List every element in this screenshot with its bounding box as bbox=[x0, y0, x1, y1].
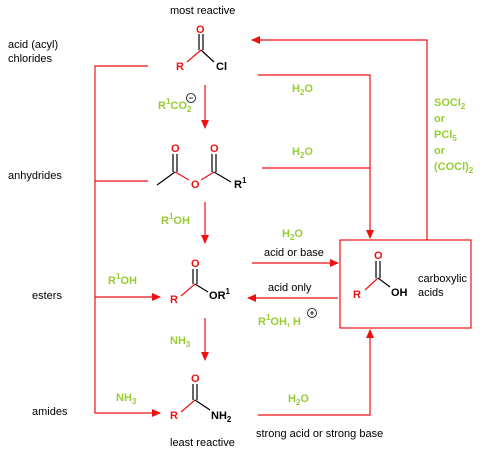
ester-structure: O R OR1 bbox=[170, 258, 231, 306]
amide-nh2: NH2 bbox=[211, 410, 232, 424]
reagent-water-2: H2O bbox=[292, 146, 313, 160]
acid-only-label: acid only bbox=[268, 282, 312, 294]
anhydride-oxygen-1: O bbox=[171, 143, 180, 155]
amide-r: R bbox=[170, 410, 178, 422]
esters-label: esters bbox=[32, 290, 62, 302]
most-reactive-label: most reactive bbox=[170, 5, 235, 17]
anhydride-bridge-oxygen: O bbox=[191, 179, 200, 191]
acid-chloride-oxygen: O bbox=[196, 24, 205, 36]
left-bracket-line bbox=[94, 65, 161, 417]
anhydride-structure: O O O R1 bbox=[156, 143, 247, 191]
anhydrides-label: anhydrides bbox=[8, 170, 62, 182]
anhydride-oxygen-2: O bbox=[210, 143, 219, 155]
reagent-water-1: H2O bbox=[292, 83, 313, 97]
acid-chlorides-label-1: acid (acyl) bbox=[8, 39, 58, 51]
acid-oh: OH bbox=[391, 287, 408, 299]
arrow-chloride-hydrolysis bbox=[258, 74, 374, 239]
anhydride-r1: R1 bbox=[234, 176, 247, 191]
ester-or1: OR1 bbox=[209, 287, 231, 302]
carboxylic-acid-box bbox=[339, 239, 472, 329]
acid-chloride-structure: O R Cl bbox=[176, 24, 227, 73]
reagent-nh3-ester: NH3 bbox=[170, 335, 191, 349]
acid-chloride-r: R bbox=[176, 61, 184, 73]
carboxylic-label-2: acids bbox=[418, 287, 444, 299]
reagent-or-1: or bbox=[434, 113, 446, 125]
arrow-amide-to-acid bbox=[258, 329, 374, 416]
reagent-cocl2: (COCl)2 bbox=[434, 161, 474, 175]
ester-oxygen: O bbox=[191, 258, 200, 270]
positive-charge-icon bbox=[307, 308, 317, 318]
reagent-socl2: SOCl2 bbox=[434, 97, 466, 111]
reagent-or-2: or bbox=[434, 145, 446, 157]
negative-charge-icon bbox=[186, 93, 196, 103]
acid-oxygen: O bbox=[374, 250, 383, 262]
acid-chloride-cl: Cl bbox=[216, 61, 227, 73]
acid-or-base-label: acid or base bbox=[264, 247, 324, 259]
reagent-pcl5: PCl5 bbox=[434, 129, 457, 143]
carboxylic-label-1: carboxylic bbox=[418, 273, 467, 285]
carboxylic-acid-structure: O R OH bbox=[353, 250, 408, 301]
amide-oxygen: O bbox=[191, 373, 200, 385]
strong-acid-base-label: strong acid or strong base bbox=[256, 428, 383, 440]
reagent-water-3: H2O bbox=[282, 228, 303, 242]
acid-chlorides-label-2: chlorides bbox=[8, 53, 53, 65]
reagent-r1oh-h: R1OH, H bbox=[258, 313, 301, 328]
reagent-r1oh-left: R1OH bbox=[108, 272, 137, 287]
acid-r: R bbox=[353, 289, 361, 301]
arrow-acid-to-chloride bbox=[251, 36, 428, 240]
amides-label: amides bbox=[32, 406, 68, 418]
ester-r: R bbox=[170, 294, 178, 306]
reagent-nh3-left: NH3 bbox=[116, 392, 137, 406]
amide-structure: O R NH2 bbox=[170, 373, 232, 424]
reagent-r1oh-anhydride: R1OH bbox=[161, 212, 190, 227]
least-reactive-label: least reactive bbox=[170, 437, 235, 449]
reagent-carboxylate: NHR1CO2 bbox=[158, 97, 192, 114]
reagent-water-4: H2O bbox=[288, 393, 309, 407]
